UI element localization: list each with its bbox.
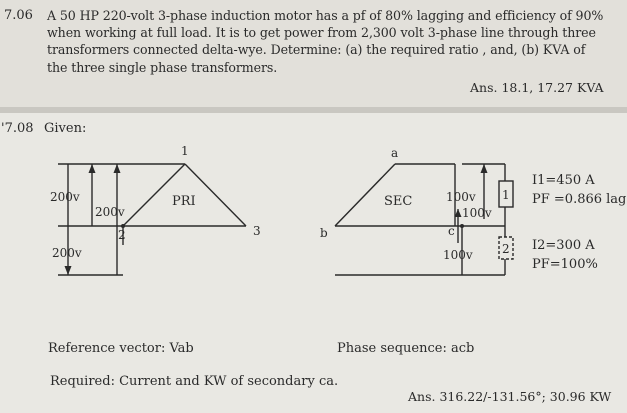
secondary-left-diagonal (334, 163, 396, 227)
problem-text-line-1: A 50 HP 220-volt 3-phase induction motor… (47, 8, 604, 23)
problem-text-line-3: transformers connected delta-wye. Determ… (47, 42, 586, 57)
primary-label: PRI (172, 194, 196, 209)
secondary-label: SEC (384, 194, 412, 209)
arrowhead-down-icon (64, 266, 72, 275)
arrowhead-up-icon (113, 164, 121, 173)
voltage-label: 200v (95, 205, 125, 219)
load-1-power-factor: PF =0.866 lag (532, 192, 626, 207)
load-1-box (498, 180, 514, 208)
problem-7-06-panel: 7.06 A 50 HP 220-volt 3-phase induction … (0, 0, 627, 107)
problem-text-line-4: the three single phase transformers. (47, 60, 278, 75)
transformer-connection-diagram: 1 2 3 200v 200v 200v PRI a b c SEC 100v … (50, 144, 626, 276)
node-b-label: b (320, 226, 328, 240)
load-1-number: 1 (502, 188, 510, 202)
problem-number: 7.06 (4, 8, 33, 23)
load-1-current: I1=450 A (532, 173, 595, 188)
reference-vector: Reference vector: Vab (48, 341, 194, 356)
phase-sequence: Phase sequence: acb (337, 341, 475, 356)
answer-text: Ans. 316.22/-131.56°; 30.96 KW (408, 389, 612, 404)
voltage-label: 200v (52, 246, 82, 260)
node-2-label: 2 (118, 228, 126, 242)
load-2-number: 2 (502, 242, 510, 256)
node-3-label: 3 (253, 224, 261, 238)
voltage-label: 100v (443, 248, 473, 262)
voltage-label: 200v (50, 190, 80, 204)
problem-text-line-2: when working at full load. It is to get … (47, 25, 596, 40)
required-text: Required: Current and KW of secondary ca… (50, 374, 339, 389)
node-1-label: 1 (181, 144, 189, 158)
voltage-label: 100v (462, 206, 492, 220)
arrowhead-up-icon (454, 209, 462, 217)
answer-text: Ans. 18.1, 17.27 KVA (470, 80, 604, 95)
load-2-current: I2=300 A (532, 238, 595, 253)
problem-number: '7.08 (1, 121, 34, 136)
node-dot (121, 224, 125, 228)
arrowhead-up-icon (480, 164, 488, 173)
primary-left-diagonal (122, 163, 186, 227)
given-label: Given: (44, 121, 87, 136)
load-2-box (498, 236, 514, 260)
load-2-power-factor: PF=100% (532, 257, 598, 272)
voltage-label: 100v (446, 190, 476, 204)
panel-divider (0, 107, 627, 113)
node-dot (460, 224, 464, 228)
problem-7-08-panel: '7.08 Given: (0, 113, 627, 413)
arrowhead-up-icon (88, 164, 96, 173)
node-c-label: c (448, 224, 455, 238)
primary-right-diagonal (184, 163, 247, 227)
node-a-label: a (391, 146, 398, 160)
